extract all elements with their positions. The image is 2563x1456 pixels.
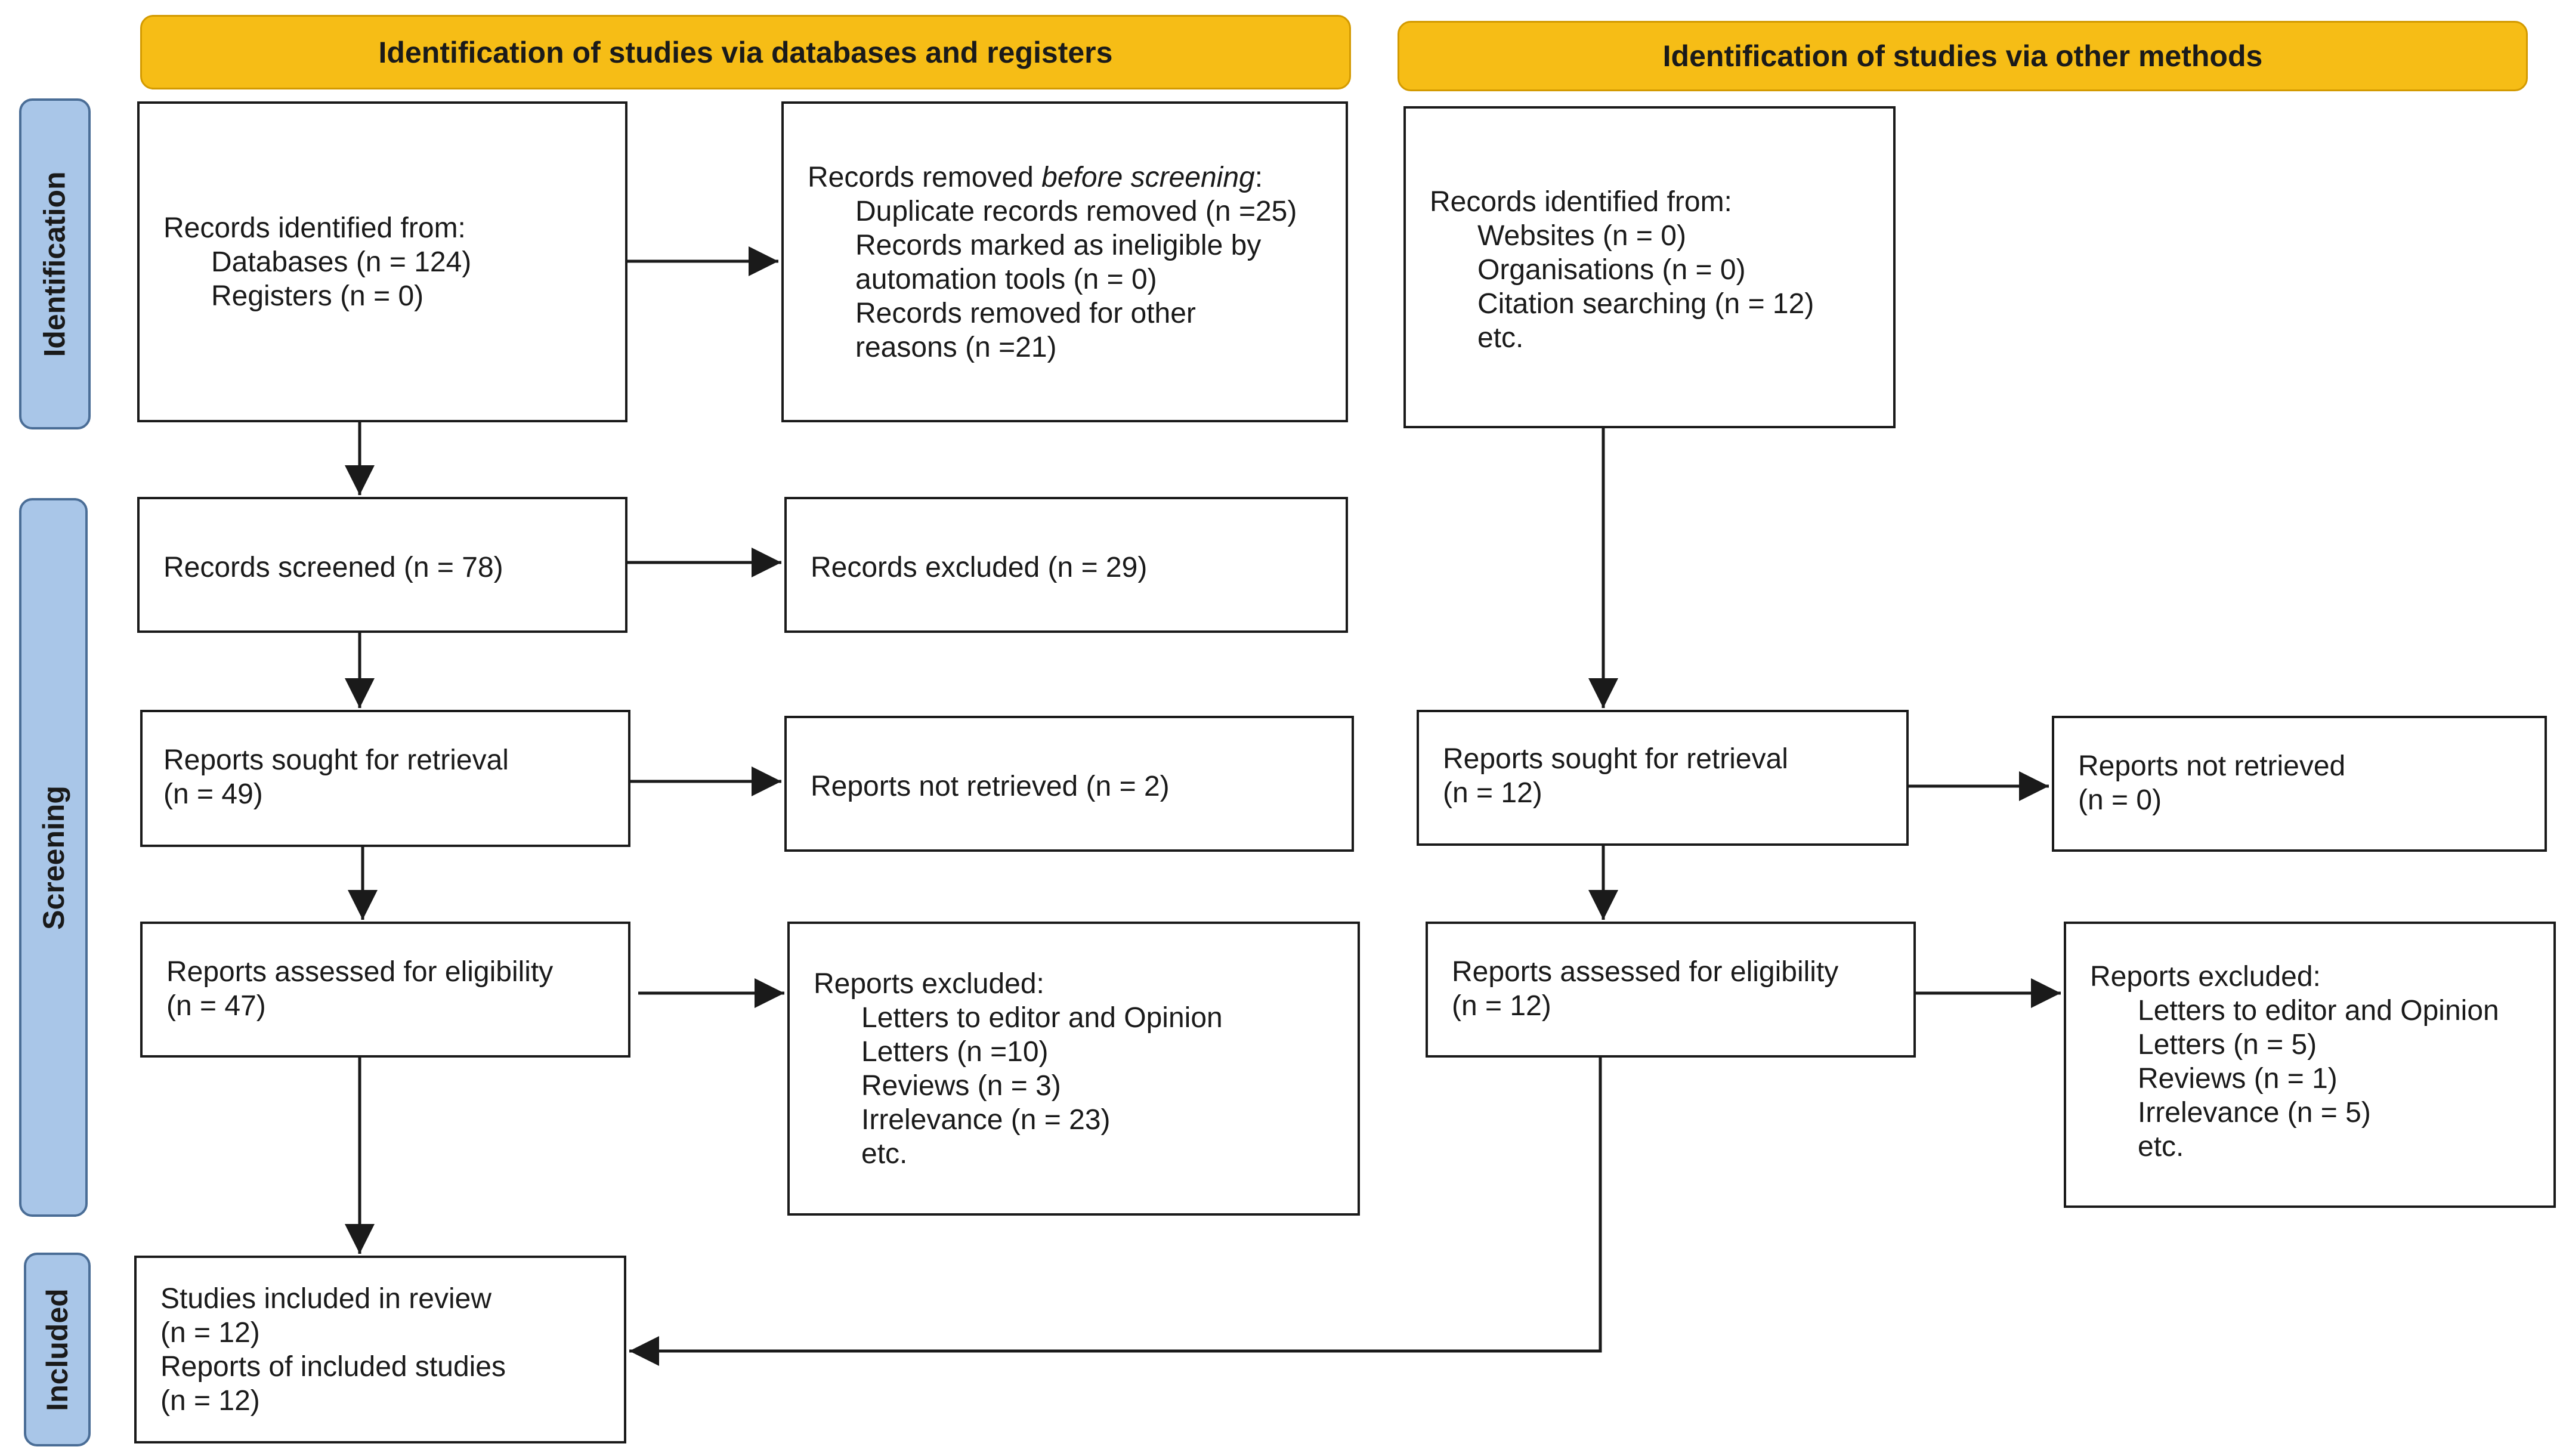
header-databases-registers-label: Identification of studies via databases … — [378, 35, 1113, 69]
box-reports-excluded-right: Reports excluded: Letters to editor and … — [2064, 922, 2556, 1208]
records-identified-databases: Databases (n = 124) — [211, 246, 472, 278]
studies-included-line4: (n = 12) — [160, 1385, 260, 1417]
reports-sought-line1: Reports sought for retrieval — [163, 744, 509, 776]
box-reports-assessed-right: Reports assessed for eligibility (n = 12… — [1426, 922, 1916, 1058]
records-screened-label: Records screened (n = 78) — [163, 552, 503, 583]
box-reports-sought-left: Reports sought for retrieval (n = 49) — [140, 710, 630, 847]
records-identified-title: Records identified from: — [163, 212, 466, 244]
reports-excluded-other-title: Reports excluded: — [2090, 961, 2321, 993]
reports-sought-other-line2: (n = 12) — [1443, 777, 1542, 809]
box-reports-sought-right: Reports sought for retrieval (n = 12) — [1417, 710, 1909, 846]
reports-assessed-other-line2: (n = 12) — [1452, 990, 1551, 1022]
studies-included-line3: Reports of included studies — [160, 1351, 506, 1383]
reports-excluded-other-item: Letters (n = 5) — [2138, 1029, 2317, 1061]
header-other-methods-label: Identification of studies via other meth… — [1662, 39, 2263, 73]
records-removed-title: Records removed before screening: — [808, 160, 1346, 194]
box-records-removed: Records removed before screening: Duplic… — [781, 101, 1348, 422]
header-databases-registers: Identification of studies via databases … — [140, 15, 1351, 89]
reports-excluded-item: etc. — [861, 1138, 908, 1170]
reports-assessed-other-line1: Reports assessed for eligibility — [1452, 956, 1839, 988]
records-identified-other-title: Records identified from: — [1430, 186, 1732, 218]
reports-excluded-other-item: etc. — [2138, 1131, 2184, 1163]
reports-assessed-line1: Reports assessed for eligibility — [166, 956, 554, 988]
reports-sought-other-line1: Reports sought for retrieval — [1443, 743, 1788, 775]
reports-not-retrieved-label: Reports not retrieved (n = 2) — [811, 771, 1170, 802]
phase-screening: Screening — [19, 498, 88, 1217]
studies-included-line1: Studies included in review — [160, 1283, 491, 1315]
records-identified-registers: Registers (n = 0) — [211, 280, 424, 312]
records-removed-item: Records marked as ineligible by — [855, 230, 1262, 261]
box-studies-included: Studies included in review (n = 12) Repo… — [134, 1256, 626, 1443]
records-removed-title-em: before screening — [1041, 162, 1255, 193]
box-reports-not-retrieved-left: Reports not retrieved (n = 2) — [784, 716, 1354, 852]
reports-excluded-item: Reviews (n = 3) — [861, 1070, 1061, 1102]
records-identified-other-item: Citation searching (n = 12) — [1477, 288, 1814, 320]
reports-sought-line2: (n = 49) — [163, 778, 263, 810]
reports-excluded-other-item: Reviews (n = 1) — [2138, 1063, 2338, 1095]
phase-included: Included — [24, 1253, 91, 1446]
header-other-methods: Identification of studies via other meth… — [1398, 21, 2528, 91]
box-reports-not-retrieved-right: Reports not retrieved (n = 0) — [2052, 716, 2547, 852]
arrow-other-to-included — [629, 1058, 1602, 1366]
box-records-identified-right: Records identified from: Websites (n = 0… — [1403, 106, 1896, 428]
reports-excluded-item: Letters (n =10) — [861, 1036, 1049, 1068]
records-removed-title-post: : — [1254, 162, 1263, 193]
records-identified-other-item: Websites (n = 0) — [1477, 220, 1686, 252]
reports-not-retrieved-other-line1: Reports not retrieved — [2078, 750, 2346, 782]
records-identified-other-item: etc. — [1477, 322, 1524, 354]
box-records-identified-left: Records identified from: Databases (n = … — [137, 101, 627, 422]
phase-identification: Identification — [19, 98, 91, 429]
records-excluded-label: Records excluded (n = 29) — [811, 552, 1148, 583]
records-removed-item: Records removed for other — [855, 298, 1196, 329]
records-identified-other-item: Organisations (n = 0) — [1477, 254, 1746, 286]
reports-excluded-title: Reports excluded: — [814, 968, 1044, 1000]
reports-excluded-item: Irrelevance (n = 23) — [861, 1104, 1111, 1136]
reports-not-retrieved-other-line2: (n = 0) — [2078, 784, 2162, 816]
box-records-screened: Records screened (n = 78) — [137, 497, 627, 633]
records-removed-title-pre: Records removed — [808, 162, 1042, 193]
box-reports-excluded-left: Reports excluded: Letters to editor and … — [787, 922, 1360, 1216]
records-removed-item: Duplicate records removed (n =25) — [855, 196, 1297, 227]
reports-assessed-line2: (n = 47) — [166, 990, 266, 1022]
box-records-excluded: Records excluded (n = 29) — [784, 497, 1348, 633]
reports-excluded-other-item: Irrelevance (n = 5) — [2138, 1097, 2371, 1129]
records-removed-item: automation tools (n = 0) — [855, 264, 1157, 295]
records-removed-item: reasons (n =21) — [855, 332, 1057, 363]
box-reports-assessed-left: Reports assessed for eligibility (n = 47… — [140, 922, 630, 1058]
studies-included-line2: (n = 12) — [160, 1317, 260, 1349]
reports-excluded-other-item: Letters to editor and Opinion — [2138, 995, 2499, 1027]
reports-excluded-item: Letters to editor and Opinion — [861, 1002, 1223, 1034]
